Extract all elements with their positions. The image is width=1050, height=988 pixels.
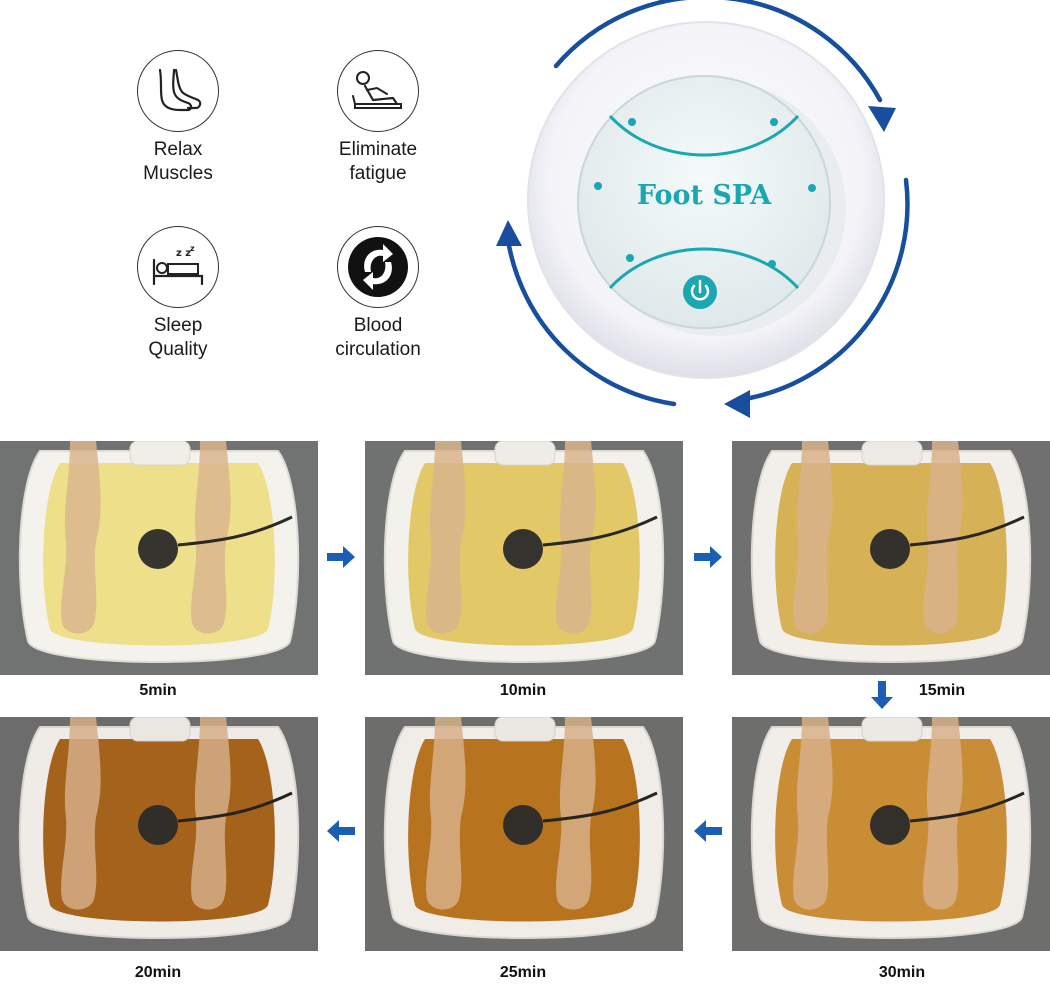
sleeping-person-icon: z z z [137,226,219,308]
benefit-blood-circulation: Blood circulation [288,226,468,362]
foot-bath-illustration [0,441,318,675]
foot-bath-illustration [732,441,1050,675]
benefit-label: Eliminate fatigue [338,139,418,184]
reclining-person-icon [337,50,419,132]
foot-bath-illustration [365,441,683,675]
device-title: Foot SPA [637,180,772,211]
arrow-left-icon [327,820,355,842]
benefit-label: Relax Muscles [143,139,213,184]
stage-time-label: 30min [878,964,926,981]
foot-bath-illustration [732,717,1050,951]
benefit-label: Blood circulation [335,315,421,360]
benefit-relax-muscles: Relax Muscles [88,50,268,186]
stage-photo-10min [365,441,683,675]
cycle-arrowhead-icon [496,220,522,246]
power-button[interactable] [683,275,717,309]
stage-time-label: 15min [918,682,966,699]
arrow-right-icon [694,546,722,568]
cycle-arrowhead-icon [724,390,750,418]
foot-spa-device: Foot SPA [488,0,928,420]
benefit-label: Sleep Quality [148,315,208,360]
arrow-down-icon [871,681,893,709]
stage-photo-5min [0,441,318,675]
cycle-arrows [505,0,910,407]
svg-text:z: z [190,244,195,253]
stage-time-label: 20min [134,964,182,981]
foot-icon [137,50,219,132]
power-icon [690,284,710,301]
cycle-arrowhead-icon [868,106,896,132]
foot-bath-illustration [365,717,683,951]
benefit-eliminate-fatigue: Eliminate fatigue [288,50,468,186]
stage-time-label: 10min [499,682,547,699]
foot-bath-illustration [0,717,318,951]
circulation-arrows-icon [337,226,419,308]
arrow-right-icon [327,546,355,568]
stage-time-label: 5min [139,682,177,699]
stage-photo-30min [732,717,1050,951]
stage-photo-15min [732,441,1050,675]
arrow-left-icon [694,820,722,842]
svg-text:z z: z z [176,248,191,259]
benefit-sleep-quality: z z z Sleep Quality [88,226,268,362]
stage-time-label: 25min [499,964,547,981]
stage-photo-25min [365,717,683,951]
stage-photo-20min [0,717,318,951]
